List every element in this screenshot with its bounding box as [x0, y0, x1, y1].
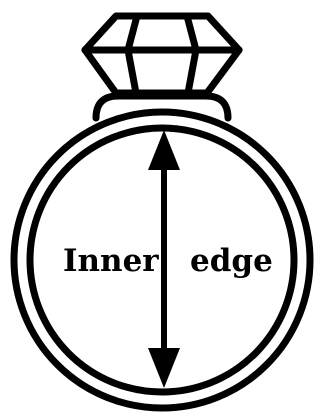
- arrow-head-bottom: [148, 348, 180, 388]
- gem-icon: [85, 16, 239, 93]
- arrow-head-top: [148, 130, 180, 170]
- label-edge: edge: [190, 243, 273, 279]
- label-inner: Inner: [63, 243, 159, 279]
